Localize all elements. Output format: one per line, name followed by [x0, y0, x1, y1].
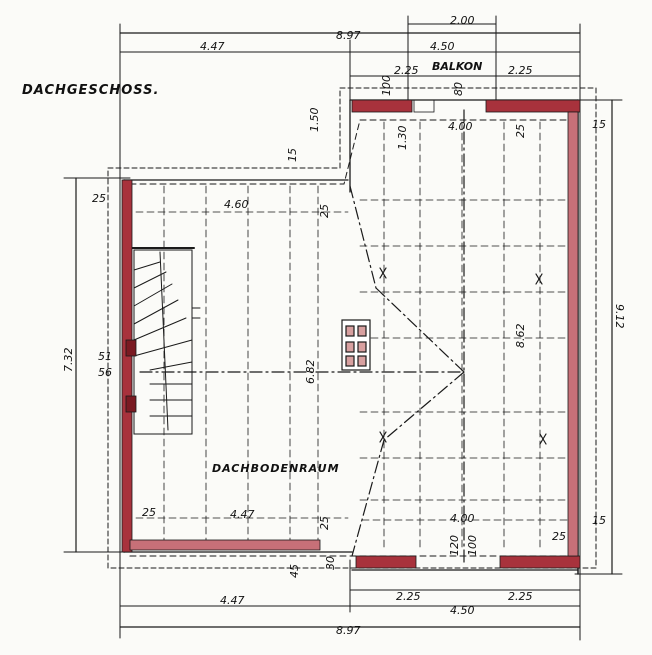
wall-sections — [121, 99, 581, 569]
plan-title: DACHGESCHOSS. — [22, 83, 159, 98]
dim-bottom-15: 15 — [592, 514, 606, 527]
dim-top-right: 4.50 — [430, 40, 455, 53]
dim-bottom-225-left: 2.25 — [396, 590, 421, 603]
dim-upper-25-b: 25 — [318, 204, 331, 218]
dim-bottom-100: 100 — [466, 535, 479, 556]
dim-side-130: 1.30 — [396, 126, 409, 151]
dim-bottom-inner-447: 4.47 — [230, 508, 255, 521]
dim-side-15-right: 15 — [592, 118, 606, 131]
dim-bottom-25-b: 25 — [318, 516, 331, 530]
dim-top-inner-460: 4.60 — [224, 198, 249, 211]
dim-top-col-100: 100 — [380, 75, 393, 96]
dim-bottom-225-right: 2.25 — [508, 590, 533, 603]
room-label-dachbodenraum: DACHBODENRAUM — [212, 462, 340, 475]
dim-stair-56: 56 — [98, 366, 112, 379]
dim-side-15-left: 15 — [286, 148, 299, 162]
dim-bottom-right: 4.50 — [450, 604, 475, 617]
dim-top-col-80: 80 — [452, 82, 465, 96]
dim-bottom-45: 45 — [288, 564, 301, 578]
post-markers — [379, 267, 547, 445]
dim-right-height: 9.12 — [613, 304, 626, 329]
dim-bottom-inner-400: 4.00 — [450, 512, 475, 525]
dim-top-225-right: 2.25 — [508, 64, 533, 77]
dim-inner-862: 8.62 — [514, 324, 527, 349]
dim-upper-25-a: 25 — [92, 192, 106, 205]
staircase — [131, 247, 201, 435]
roof-hip-lines — [139, 109, 465, 567]
dim-upper-25-c: 25 — [514, 124, 527, 138]
rafter-grid — [135, 121, 573, 551]
dim-bottom-left: 4.47 — [220, 594, 245, 607]
dim-top-inner-400: 4.00 — [448, 120, 473, 133]
roof-outline — [107, 87, 597, 569]
dim-side-150: 1.50 — [308, 108, 321, 133]
dim-stair-51: 51 — [98, 350, 112, 363]
dim-top-balcony: 2.00 — [450, 14, 475, 27]
dim-top-total: 8.97 — [336, 29, 361, 42]
dim-inner-682: 6.82 — [304, 360, 317, 385]
dim-top-225-left: 2.25 — [394, 64, 419, 77]
dim-bottom-total: 8.97 — [336, 624, 361, 637]
dim-bottom-25-c: 25 — [552, 530, 566, 543]
dim-left-height: 7.32 — [62, 348, 75, 373]
dim-bottom-30: 30 — [324, 556, 337, 570]
dim-bottom-120: 120 — [448, 535, 461, 556]
balcony-label: BALKON — [432, 60, 482, 73]
dim-bottom-25-a: 25 — [142, 506, 156, 519]
chimney — [341, 319, 371, 371]
dim-top-left: 4.47 — [200, 40, 225, 53]
